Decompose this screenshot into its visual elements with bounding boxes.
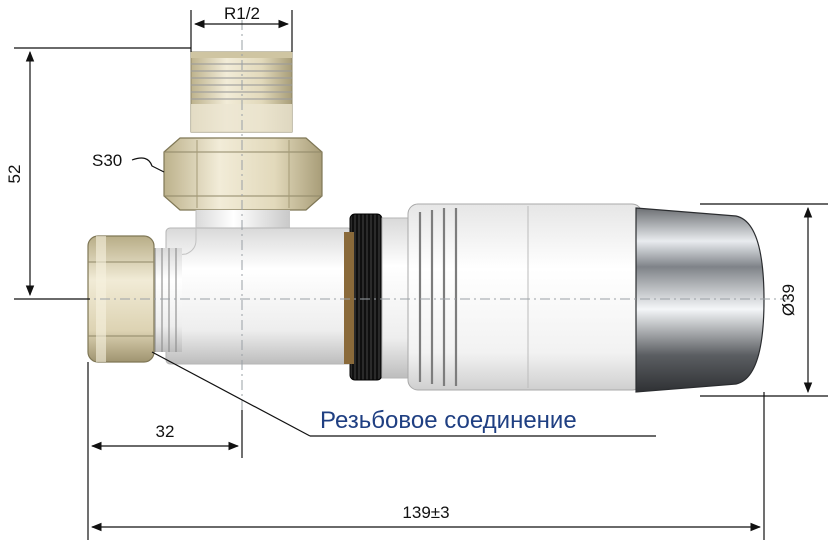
dimension-height: 52 [5,47,191,300]
dimension-thread-label: R1/2 [224,4,260,23]
thread-callout-label: Резьбовое соединение [320,407,577,434]
center-lines [60,20,790,410]
valve-body [87,51,765,393]
dimension-nut: S30 [92,151,165,173]
dimension-nut-label: S30 [92,151,122,170]
dimension-offset-label: 32 [156,422,175,441]
dimension-diameter: Ø39 [700,203,828,397]
dimension-thread: R1/2 [190,4,293,52]
chrome-cap [635,207,765,393]
dimension-offset: 32 [87,362,243,540]
dimension-overall-length-label: 139±3 [402,503,449,522]
thread-callout: Резьбовое соединение [151,351,656,437]
dimension-height-label: 52 [5,165,24,184]
hex-nut-s30 [163,137,323,211]
knurled-ring [349,213,383,381]
dimension-diameter-label: Ø39 [779,284,798,316]
dimension-overall-length: 139±3 [90,392,765,540]
